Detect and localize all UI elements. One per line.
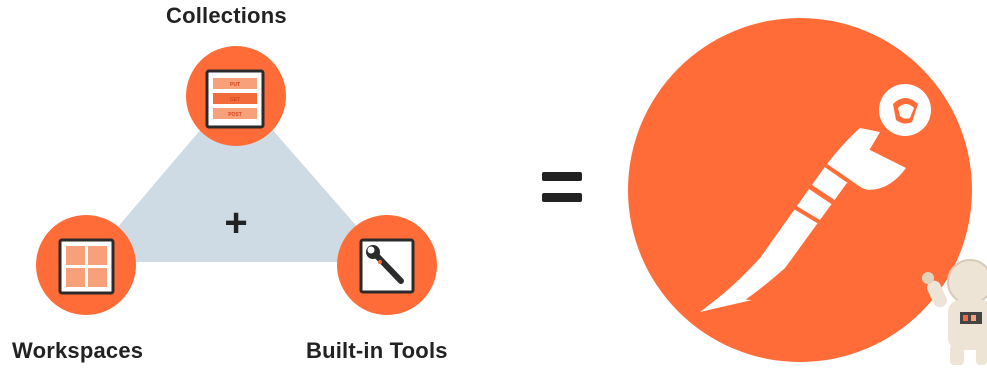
workspaces-grid-icon — [58, 238, 115, 295]
collections-label: Collections — [166, 3, 287, 28]
built-in-tools-node — [337, 215, 437, 315]
postman-rocket-logo — [628, 18, 972, 362]
api-method-get: GET — [230, 97, 240, 103]
collections-list-icon: PUT GET POST — [205, 69, 265, 129]
api-method-post: POST — [228, 112, 242, 118]
astronaut-mascot — [922, 259, 987, 365]
plus-sign: + — [224, 201, 247, 245]
api-method-put: PUT — [230, 82, 240, 88]
workspaces-node — [36, 215, 136, 315]
equals-sign — [542, 172, 582, 202]
collections-node: PUT GET POST — [186, 46, 286, 146]
connection-triangle — [88, 88, 388, 262]
wrench-icon — [359, 238, 415, 294]
built-in-tools-label: Built-in Tools — [306, 338, 448, 363]
workspaces-label: Workspaces — [12, 338, 144, 363]
